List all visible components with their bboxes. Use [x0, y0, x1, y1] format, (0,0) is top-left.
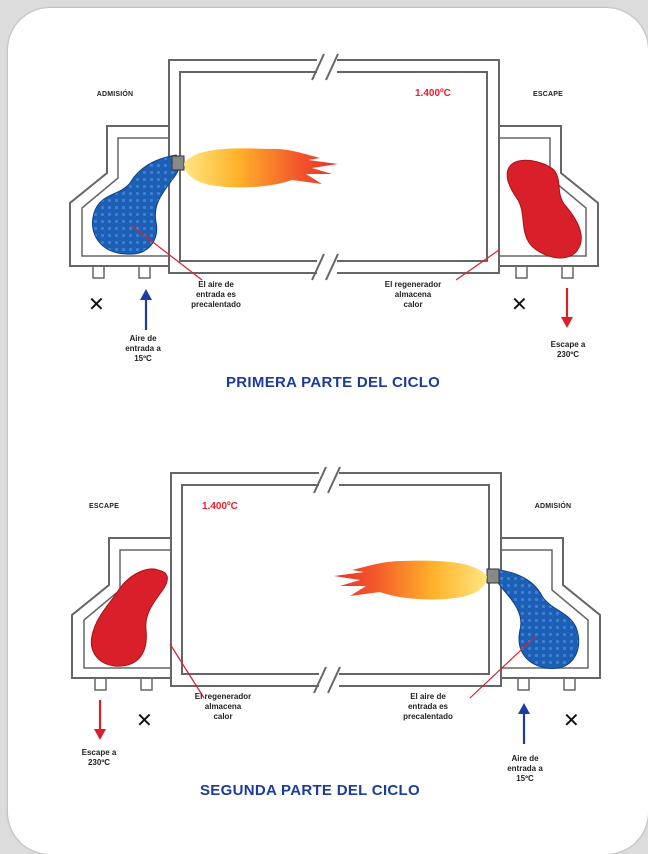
regenerator-caption: El regenerador almacena calor — [384, 280, 442, 309]
admission-label: ADMISIÓN — [534, 503, 572, 510]
closed-valve-icon: ✕ — [88, 292, 105, 316]
preheated-air-mass — [92, 154, 181, 255]
hot-exhaust-gas — [506, 159, 582, 259]
exhaust-label: ESCAPE — [89, 503, 119, 510]
cycle1-diagram — [69, 53, 599, 330]
regenerator-left — [69, 125, 169, 267]
chamber-temperature: 1.400ºC — [202, 501, 238, 512]
closed-valve-icon: ✕ — [563, 708, 580, 732]
preheated-air-caption: El aire de entrada es precalentado — [403, 692, 453, 721]
exhaust-out-caption: Escape a 230ºC — [81, 748, 117, 767]
preheated-air-mass — [493, 569, 580, 670]
pointer-line-regen — [169, 643, 205, 699]
closed-valve-icon: ✕ — [511, 292, 528, 316]
preheated-air-caption: El aire de entrada es precalentado — [191, 280, 241, 309]
chamber-temperature: 1.400ºC — [415, 88, 451, 99]
cycle2-title: SEGUNDA PARTE DEL CICLO — [200, 782, 420, 799]
burner-nozzle — [171, 155, 185, 171]
regenerator-right — [501, 537, 601, 679]
burner-nozzle — [486, 568, 500, 584]
regenerator-left — [71, 537, 171, 679]
cycle1-title: PRIMERA PARTE DEL CICLO — [226, 374, 441, 391]
air-in-caption: Aire de entrada a 15ºC — [125, 334, 161, 363]
regenerative-burner-diagram — [69, 53, 601, 744]
pointer-line-regen — [455, 249, 500, 281]
exhaust-out-caption: Escape a 230ºC — [550, 340, 586, 359]
pointer-line-intake — [131, 225, 203, 281]
cycle2-diagram — [71, 466, 601, 744]
pointer-line-intake — [469, 635, 537, 699]
diagram-card: ADMISIÓN ESCAPE 1.400ºC ✕ ✕ El aire de e… — [8, 8, 648, 854]
flame — [184, 148, 338, 188]
hot-exhaust-gas — [90, 568, 168, 667]
regenerator-right — [499, 125, 599, 267]
air-in-caption: Aire de entrada a 15ºC — [507, 754, 543, 783]
exhaust-label: ESCAPE — [533, 91, 563, 98]
regenerator-caption: El regenerador almacena calor — [194, 692, 252, 721]
admission-label: ADMISIÓN — [96, 91, 134, 98]
flame — [334, 560, 487, 600]
closed-valve-icon: ✕ — [136, 708, 153, 732]
